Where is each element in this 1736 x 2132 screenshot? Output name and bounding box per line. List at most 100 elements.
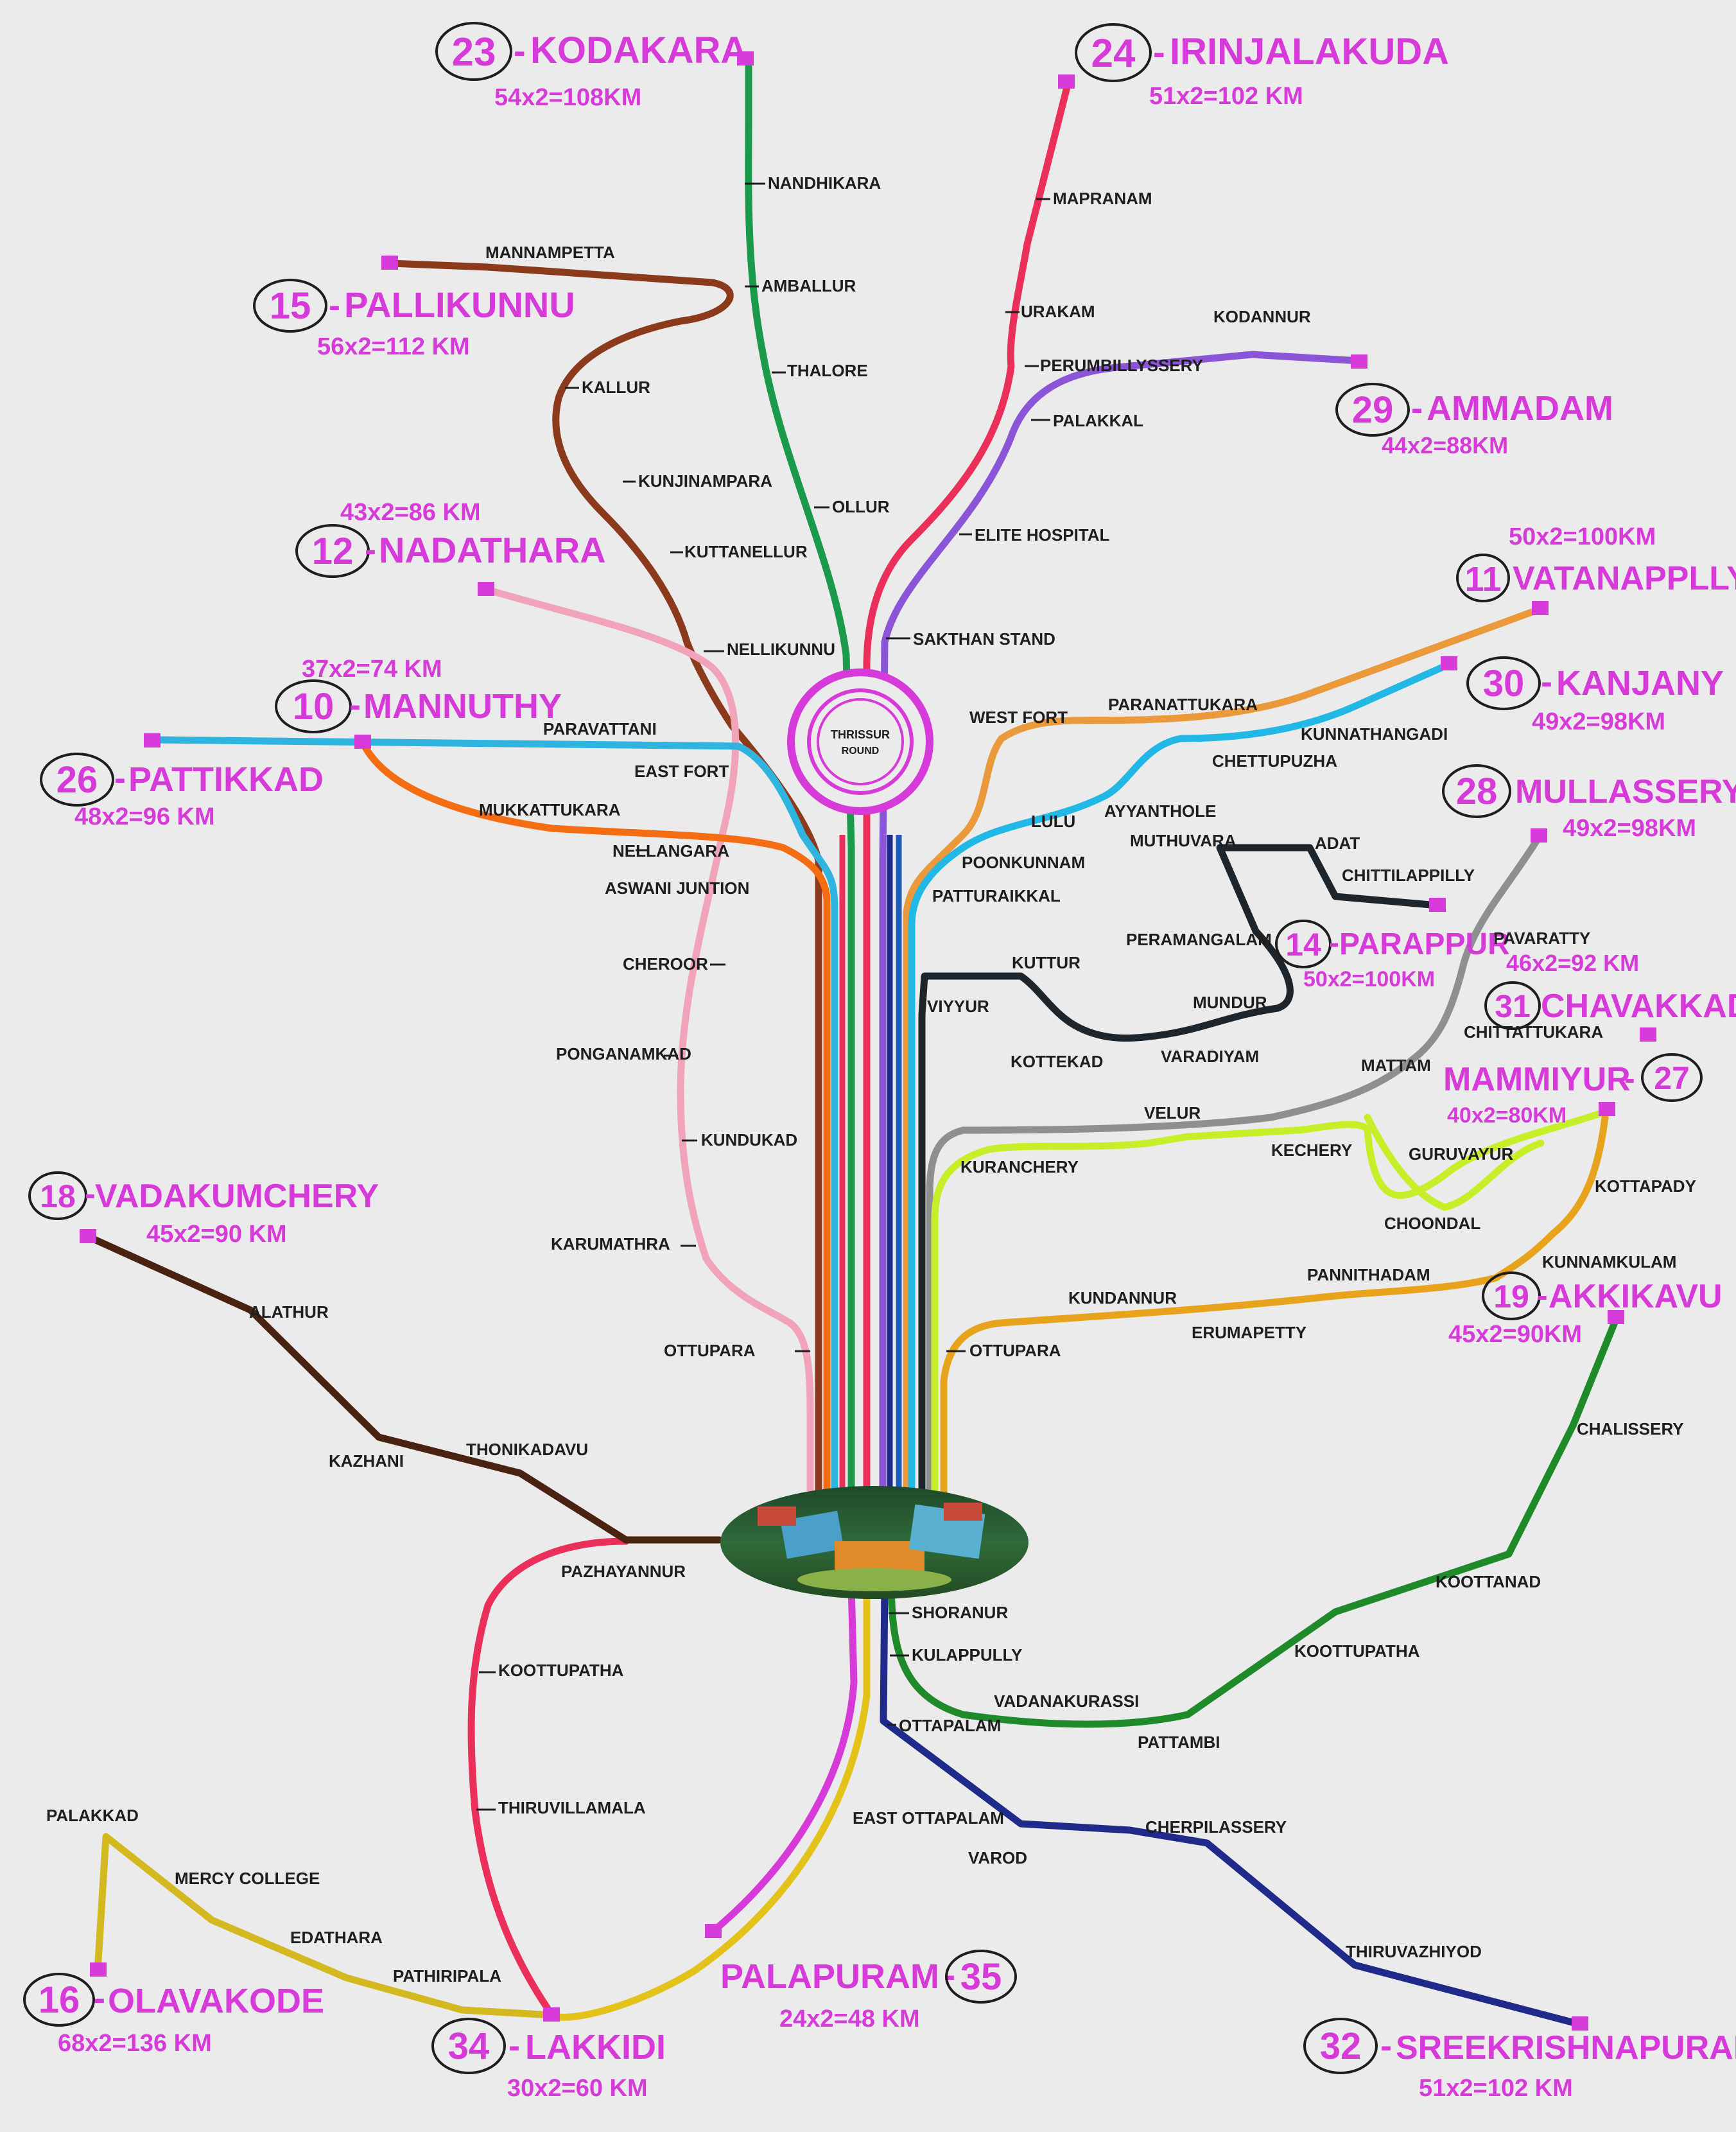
stop-label: PALAKKAL: [1053, 411, 1143, 430]
stop-label: WEST FORT: [969, 708, 1068, 727]
hub-label-line2: ROUND: [842, 746, 880, 756]
route-16[interactable]: 16 - OLAVAKODE 68x2=136 KM: [23, 1973, 324, 2057]
line-lakkidi: [548, 1582, 871, 2021]
stop-label: PATHIRIPALA: [393, 1966, 501, 1986]
stop-label: CHERPILASSERY: [1145, 1817, 1287, 1837]
route-name: LAKKIDI: [525, 2028, 666, 2066]
route-name: KANJANY: [1556, 664, 1724, 703]
route-name: MULLASSERY: [1515, 773, 1736, 810]
terminal-palapuram: [705, 1924, 722, 1938]
route-18[interactable]: 18 - VADAKUMCHERY 45x2=90 KM: [28, 1171, 379, 1248]
route-number: 31: [1495, 988, 1531, 1024]
route-11[interactable]: 50x2=100KM 11 VATANAPPLLY: [1456, 523, 1736, 602]
terminal-mammiyur: [1599, 1102, 1615, 1116]
route-name: CHAVAKKAD: [1541, 988, 1736, 1025]
stop-label: ERUMAPETTY: [1192, 1323, 1306, 1342]
line-guruvayur-loop: [1364, 1114, 1545, 1211]
route-distance: 45x2=90 KM: [146, 1221, 287, 1248]
route-number: 15: [270, 285, 311, 327]
route-23[interactable]: 23 - KODAKARA 54x2=108KM: [435, 22, 747, 111]
route-number: 11: [1464, 560, 1501, 599]
route-30[interactable]: 30 - KANJANY 49x2=98KM: [1466, 656, 1724, 735]
line-ammadam: [879, 351, 1364, 1497]
route-26[interactable]: 26 - PATTIKKAD 48x2=96 KM: [40, 753, 324, 830]
stop-label: VIYYUR: [927, 997, 989, 1016]
terminal-lakkidi: [543, 2007, 560, 2022]
route-distance: 48x2=96 KM: [74, 803, 215, 830]
hub-label-line1: THRISSUR: [831, 728, 890, 741]
stop-label: OTTUPARA: [969, 1341, 1061, 1360]
stop-label: EDATHARA: [290, 1928, 383, 1947]
stop-label: THIRUVAZHIYOD: [1346, 1942, 1482, 1961]
stop-label: KUTTANELLUR: [684, 542, 808, 561]
route-number: 30: [1483, 663, 1525, 704]
route-35[interactable]: PALAPURAM - 35 24x2=48 KM: [720, 1950, 1017, 2032]
stop-label: NELLIKUNNU: [727, 640, 835, 659]
route-14[interactable]: 14 - PARAPPUR 50x2=100KM: [1275, 920, 1510, 992]
terminal-mannuthy: [354, 735, 371, 749]
route-12[interactable]: 43x2=86 KM 12 - NADATHARA: [295, 499, 606, 578]
terminal-pallikunnu: [381, 256, 398, 270]
route-34[interactable]: 34 - LAKKIDI 30x2=60 KM: [431, 2018, 666, 2102]
svg-text:-: -: [85, 1176, 96, 1212]
route-number: 35: [960, 1956, 1002, 1998]
route-name: MAMMIYUR: [1443, 1061, 1631, 1098]
stop-label: EAST OTTAPALAM: [853, 1808, 1004, 1828]
svg-text:-: -: [1153, 31, 1165, 72]
stop-label: PALAKKAD: [46, 1806, 139, 1825]
svg-text:-: -: [114, 759, 126, 798]
stop-label: CHALISSERY: [1577, 1419, 1684, 1438]
route-15[interactable]: 15 - PALLIKUNNU 56x2=112 KM: [253, 279, 575, 360]
stop-label: SAKTHAN STAND: [913, 629, 1055, 649]
route-number: 29: [1352, 389, 1394, 431]
route-number: 34: [448, 2025, 490, 2067]
route-name: PALAPURAM: [720, 1957, 939, 1996]
stop-label: THALORE: [787, 361, 868, 380]
thrissur-round-hub[interactable]: THRISSUR ROUND: [787, 668, 933, 815]
stop-label: MUTHUVARA: [1130, 831, 1237, 850]
route-name: IRINJALAKUDA: [1170, 31, 1449, 73]
route-19[interactable]: 19 - AKKIKAVU 45x2=90KM: [1448, 1271, 1723, 1348]
route-10[interactable]: 37x2=74 KM 10 - MANNUTHY: [275, 656, 562, 733]
stop-label: THONIKADAVU: [466, 1440, 588, 1459]
route-number: 16: [39, 1979, 80, 2021]
stop-label: VAROD: [968, 1848, 1027, 1867]
stop-label: KARUMATHRA: [551, 1234, 670, 1254]
terminal-pattikkad: [144, 733, 161, 747]
line-vatanapplly: [903, 605, 1545, 1497]
route-name: PALLIKUNNU: [344, 284, 575, 325]
stop-label: VADANAKURASSI: [994, 1691, 1139, 1711]
route-name: VATANAPPLLY: [1513, 560, 1736, 597]
stop-label: KUNJINAMPARA: [638, 471, 772, 491]
route-distance: 49x2=98KM: [1563, 815, 1696, 842]
route-31[interactable]: 46x2=92 KM 31 CHAVAKKAD: [1484, 950, 1736, 1030]
route-distance: 54x2=108KM: [494, 84, 641, 111]
route-29[interactable]: 29 - AMMADAM 44x2=88KM: [1335, 383, 1613, 459]
terminal-akkikavu: [1608, 1310, 1624, 1324]
route-27[interactable]: MAMMIYUR - 27 40x2=80KM: [1443, 1053, 1703, 1128]
stop-label: OTTUPARA: [664, 1341, 756, 1360]
route-name: PARAPPUR: [1339, 927, 1510, 961]
terminal-nadathara: [478, 582, 494, 596]
route-32[interactable]: 32 - SREEKRISHNAPURAM 51x2=102 KM: [1303, 2018, 1736, 2102]
terminal-kanjany: [1441, 656, 1457, 670]
route-number: 27: [1654, 1060, 1690, 1096]
route-number: 19: [1493, 1279, 1529, 1315]
stop-label: VELUR: [1144, 1103, 1201, 1123]
route-24[interactable]: 24 - IRINJALAKUDA 51x2=102 KM: [1075, 23, 1449, 110]
route-distance: 50x2=100KM: [1509, 523, 1656, 550]
line-vadakumchery: [85, 1233, 723, 1544]
terminal-olavakode: [90, 1962, 107, 1977]
stop-label: KUNDUKAD: [701, 1130, 797, 1149]
stop-label: MATTAM: [1361, 1056, 1431, 1075]
stop-label: MUNDUR: [1193, 993, 1267, 1012]
line-sreekrishnapuram: [880, 1582, 1583, 2028]
svg-text:-: -: [349, 686, 361, 724]
stop-label: KOOTTANAD: [1436, 1572, 1541, 1591]
stop-label: VARADIYAM: [1161, 1047, 1259, 1066]
route-28[interactable]: 28 MULLASSERY 49x2=98KM: [1442, 764, 1736, 842]
route-number: 12: [312, 530, 354, 572]
line-mammiyur: [931, 1106, 1615, 1497]
svg-text:-: -: [1329, 926, 1339, 960]
stop-label: KOOTTUPATHA: [1294, 1641, 1420, 1661]
